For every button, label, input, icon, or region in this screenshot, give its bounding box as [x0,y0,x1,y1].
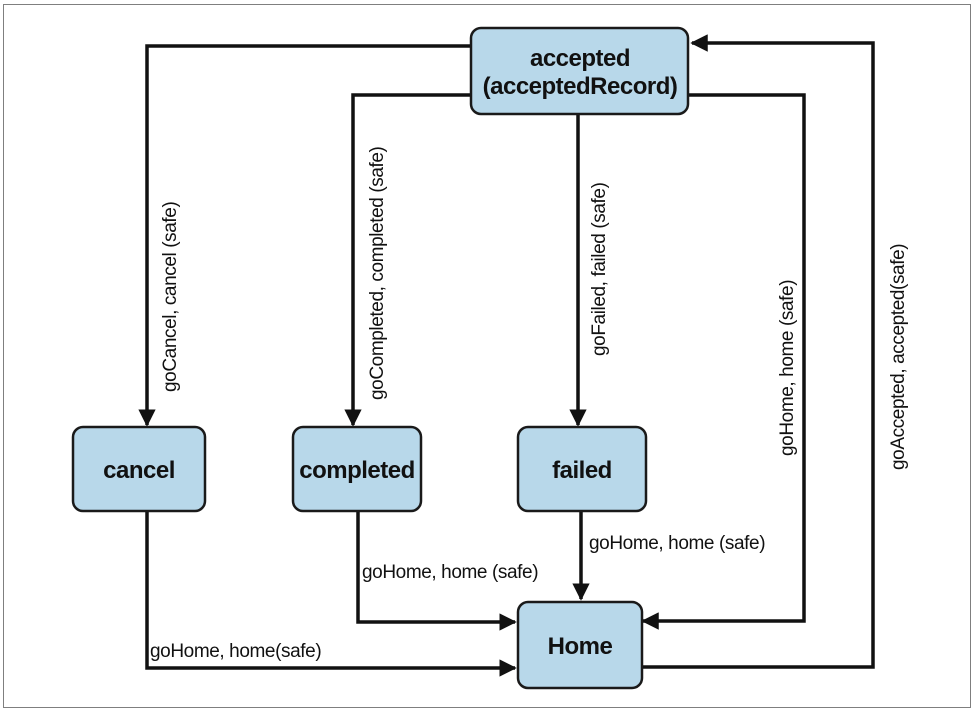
node-completed-label: completed [299,457,415,484]
edge-completed-to-home [356,511,517,631]
node-accepted-line1: accepted [530,45,630,72]
label-accepted-to-cancel: goCancel, cancel (safe) [160,202,181,392]
node-home-label: Home [548,633,613,660]
label-accepted-to-completed: goCompleted, completed (safe) [367,146,388,400]
label-accepted-to-home: goHome, home (safe) [777,280,798,456]
diagram-border [3,4,971,708]
node-cancel: cancel [71,425,207,513]
edge-accepted-to-cancel [138,44,470,427]
node-accepted-line2: (acceptedRecord) [483,73,678,100]
edge-accepted-to-home [641,93,806,630]
label-failed-to-home: goHome, home (safe) [589,533,765,554]
node-completed: completed [291,425,423,513]
node-failed: failed [516,425,648,513]
label-accepted-to-failed: goFailed, failed (safe) [589,182,610,356]
node-cancel-label: cancel [103,457,175,484]
label-home-to-accepted: goAccepted, accepted(safe) [888,244,909,470]
node-failed-label: failed [552,457,612,484]
label-completed-to-home: goHome, home (safe) [362,562,538,583]
edge-accepted-to-completed [344,93,470,427]
node-accepted: accepted (acceptedRecord) [469,26,690,116]
edge-home-to-accepted [643,34,875,669]
label-cancel-to-home: goHome, home(safe) [150,641,321,662]
edge-cancel-to-home [145,511,517,677]
node-home: Home [516,600,644,690]
